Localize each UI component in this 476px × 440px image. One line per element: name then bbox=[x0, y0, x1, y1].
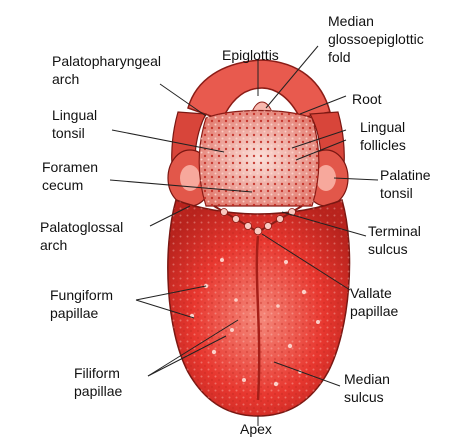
label-median-sulcus: Median sulcus bbox=[344, 370, 390, 406]
label-filiform-papillae: Filiform papillae bbox=[74, 364, 122, 400]
label-vallate-papillae: Vallate papillae bbox=[350, 284, 398, 320]
label-foramen-cecum: Foramen cecum bbox=[42, 158, 98, 194]
label-terminal-sulcus: Terminal sulcus bbox=[368, 222, 421, 258]
label-epiglottis: Epiglottis bbox=[222, 46, 279, 64]
label-palatopharyngeal-arch: Palatopharyngeal arch bbox=[52, 52, 161, 88]
label-palatoglossal-arch: Palatoglossal arch bbox=[40, 218, 123, 254]
label-apex: Apex bbox=[240, 420, 272, 438]
label-palatine-tonsil: Palatine tonsil bbox=[380, 166, 431, 202]
label-median-glossoepiglottic-fold: Median glossoepiglottic fold bbox=[328, 12, 424, 66]
label-root: Root bbox=[352, 90, 382, 108]
label-lingual-follicles: Lingual follicles bbox=[360, 118, 406, 154]
label-lingual-tonsil: Lingual tonsil bbox=[52, 106, 97, 142]
label-fungiform-papillae: Fungiform papillae bbox=[50, 286, 113, 322]
